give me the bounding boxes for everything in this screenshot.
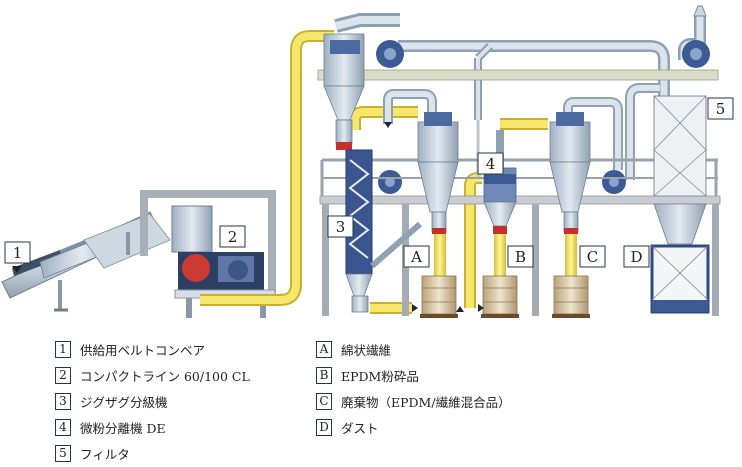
label-box-1 — [4, 241, 31, 264]
legend-key: 1 — [55, 340, 71, 358]
dust-container — [650, 244, 710, 314]
legend-item-2: 2 コンパクトライン 60/100 CL — [55, 366, 250, 384]
label-box-b — [507, 245, 534, 268]
legend-text: ジグザグ分級機 — [80, 394, 168, 410]
legend-key: 3 — [55, 392, 71, 410]
label-d: D — [630, 248, 642, 266]
legend-item-5: 5 フィルタ — [55, 444, 130, 462]
legend-key: C — [316, 392, 332, 410]
fan-mid-left — [378, 170, 402, 194]
process-diagram: 1 2 3 4 5 A B C D — [1, 5, 734, 318]
label-box-2 — [219, 225, 246, 248]
filter-unit — [653, 95, 707, 245]
zigzag-classifier — [345, 149, 422, 313]
label-1: 1 — [13, 244, 23, 262]
fan-mid-right — [602, 170, 626, 194]
label-box-5 — [707, 97, 734, 120]
cyclone-a — [417, 112, 459, 234]
fines-separator — [483, 130, 517, 234]
legend-key: B — [316, 366, 332, 384]
flow-arrow-icon — [478, 304, 484, 312]
legend-key: 4 — [55, 418, 71, 436]
compactline-frame — [140, 190, 276, 318]
label-c: C — [587, 248, 598, 266]
main-cyclone — [323, 33, 365, 150]
label-box-a — [403, 245, 430, 268]
yellow-pipes — [200, 30, 577, 314]
label-2: 2 — [228, 228, 238, 246]
drum-a — [420, 275, 458, 318]
label-b: B — [515, 248, 526, 266]
fan-top-right — [682, 40, 710, 68]
flow-arrow-icon — [456, 306, 464, 312]
label-box-3 — [327, 215, 354, 238]
legend-item-3: 3 ジグザグ分級機 — [55, 392, 168, 410]
legend-item-d: D ダスト — [316, 418, 379, 436]
legend-item-1: 1 供給用ベルトコンベア — [55, 340, 205, 358]
label-3: 3 — [336, 218, 346, 236]
label-box-c — [579, 245, 606, 268]
legend-key: D — [316, 418, 332, 436]
drum-b — [481, 275, 519, 318]
legend-text: ダスト — [341, 420, 379, 436]
mid-platform — [319, 158, 721, 316]
legend-text: 綿状繊維 — [341, 342, 392, 358]
legend-key: 5 — [55, 444, 71, 462]
label-box-4 — [477, 152, 504, 175]
grey-ducts — [334, 5, 707, 180]
legend-item-b: B EPDM粉砕品 — [316, 366, 419, 384]
flow-arrow-icon — [412, 304, 418, 312]
legend: 1 供給用ベルトコンベア 2 コンパクトライン 60/100 CL 3 ジグザグ… — [0, 330, 742, 467]
label-4: 4 — [486, 155, 496, 173]
legend-item-4: 4 微粉分離機 DE — [55, 418, 166, 436]
legend-key: A — [316, 340, 332, 358]
legend-text: 供給用ベルトコンベア — [80, 342, 206, 358]
legend-text: 微粉分離機 DE — [80, 420, 166, 436]
legend-item-c: C 廃棄物（EPDM/繊維混合品） — [316, 392, 511, 410]
upper-beam — [317, 69, 719, 81]
legend-text: EPDM粉砕品 — [341, 368, 419, 384]
label-a: A — [410, 248, 422, 266]
fan-top-left — [376, 40, 404, 68]
flow-arrow-icon — [384, 122, 392, 128]
legend-text: コンパクトライン 60/100 CL — [80, 368, 250, 384]
legend-text: フィルタ — [80, 446, 130, 462]
belt-conveyor — [1, 211, 171, 312]
legend-text: 廃棄物（EPDM/繊維混合品） — [341, 394, 511, 410]
label-box-d — [623, 245, 650, 268]
legend-key: 2 — [55, 366, 71, 384]
cyclone-c — [549, 112, 591, 234]
drum-c — [552, 275, 590, 318]
label-5: 5 — [716, 100, 726, 118]
legend-item-a: A 綿状繊維 — [316, 340, 391, 358]
feed-arrow-icon — [12, 266, 22, 273]
